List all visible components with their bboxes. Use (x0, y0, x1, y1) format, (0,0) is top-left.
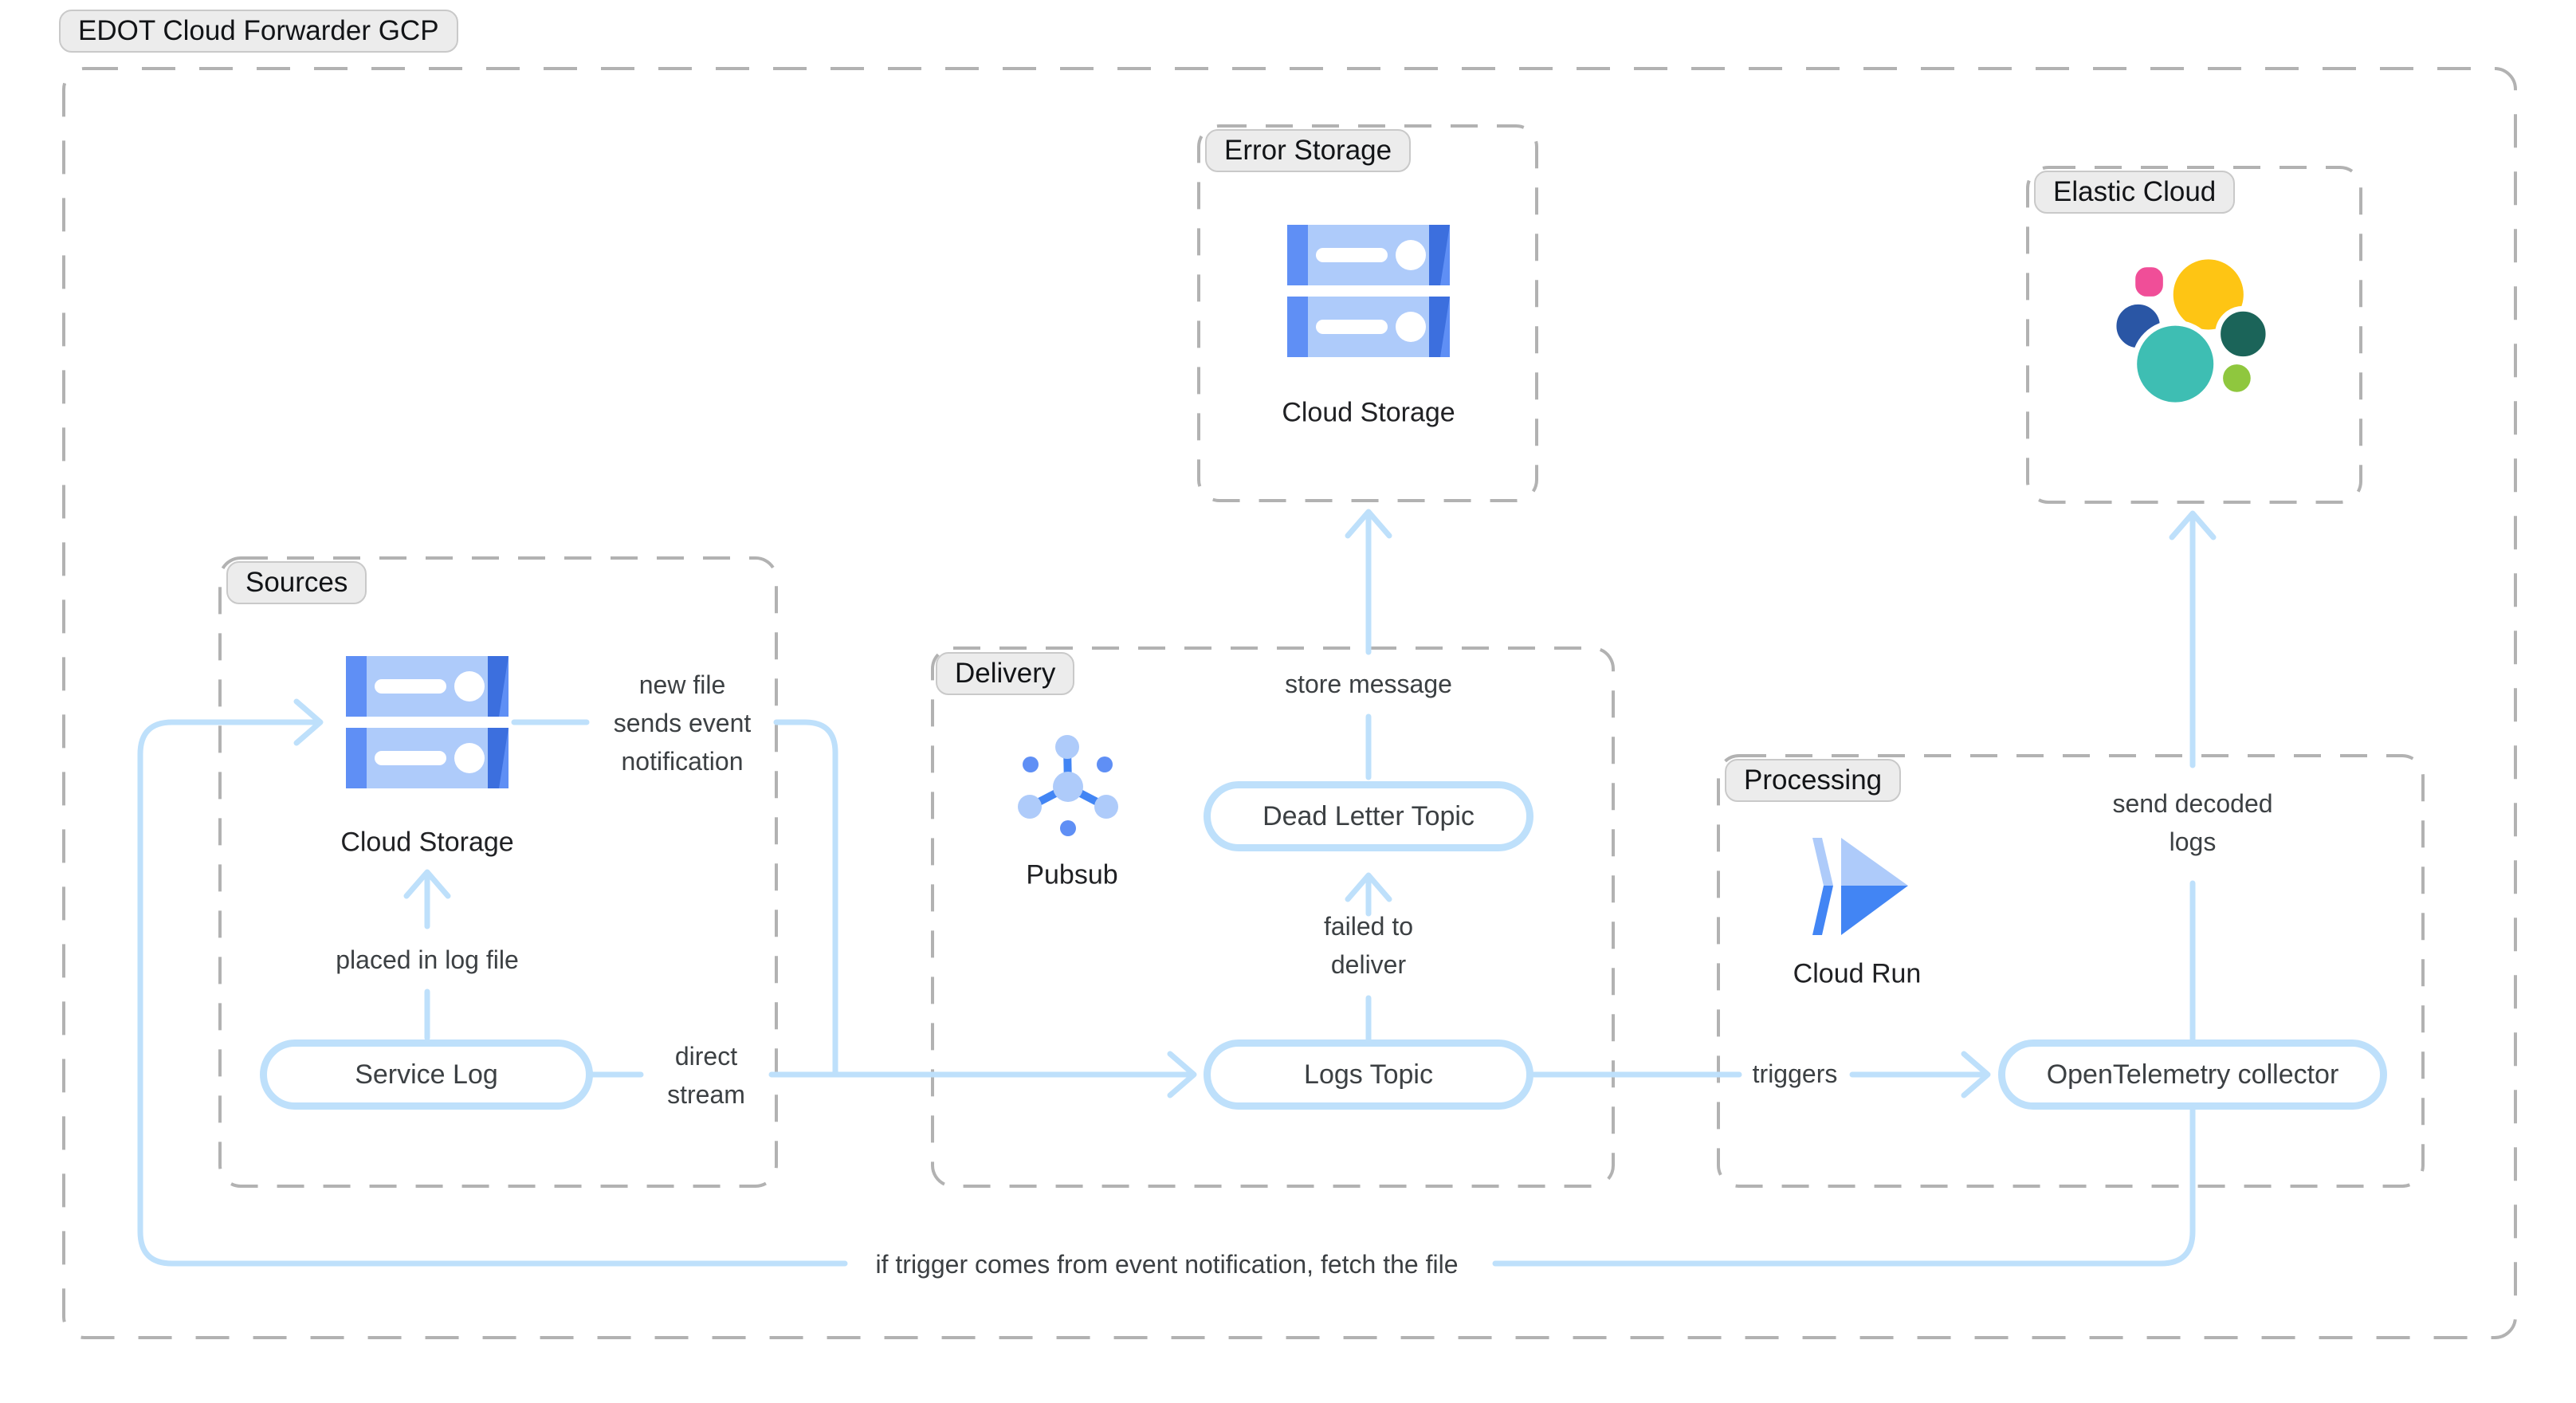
edge-label-store-message: store message (1285, 670, 1452, 698)
storage-bar-bottom (1287, 297, 1450, 357)
arrowhead-fetch-into-cloud-storage (293, 698, 324, 746)
storage-bar-top (346, 656, 509, 717)
edge-label-placed-in-log-file: placed in log file (336, 945, 519, 974)
node-service-log: Service Log (260, 1039, 593, 1110)
node-logs-topic: Logs Topic (1204, 1039, 1533, 1110)
elastic-cloud-group-border (2026, 166, 2362, 504)
group-label-delivery: Delivery (936, 652, 1075, 695)
diagram-title: EDOT Cloud Forwarder GCP (59, 10, 458, 53)
edge-fetch-left (137, 719, 848, 1267)
arrowhead-into-dead-letter-topic (1345, 872, 1392, 902)
edges (137, 509, 2217, 1267)
arrowhead-into-logs-topic (1167, 1051, 1197, 1098)
pubsub-icon (1018, 735, 1118, 836)
cloud-storage-error-caption: Cloud Storage (1282, 397, 1455, 428)
edge-newfile-seg2 (773, 719, 838, 1078)
group-borders (62, 67, 2517, 1339)
cloud-storage-icon (346, 656, 509, 788)
arrowhead-into-cloud-storage (403, 869, 451, 899)
edge-label-new-file-notification: new file sends event notification (613, 670, 752, 776)
cloud-storage-sources-caption: Cloud Storage (340, 827, 514, 858)
edge-fetch-right (1492, 1106, 2196, 1267)
edge-label-send-decoded-logs: send decoded logs (2112, 789, 2273, 856)
storage-bar-top (1287, 225, 1450, 285)
error-storage-group-border (1197, 124, 1538, 502)
node-dead-letter-topic: Dead Letter Topic (1204, 781, 1533, 851)
group-label-processing: Processing (1725, 759, 1902, 802)
edge-label-triggers: triggers (1752, 1059, 1838, 1088)
node-otel-collector: OpenTelemetry collector (1998, 1039, 2387, 1110)
processing-group-border (1717, 754, 2425, 1188)
edge-label-fetch-file: if trigger comes from event notification… (875, 1250, 1459, 1279)
group-label-sources: Sources (226, 561, 367, 604)
edge-label-direct-stream: direct stream (667, 1042, 745, 1109)
cloud-run-icon (1812, 838, 1908, 935)
cloud-run-caption: Cloud Run (1793, 958, 1922, 989)
group-label-error-storage: Error Storage (1205, 129, 1412, 172)
arrowhead-into-error-storage (1345, 509, 1392, 539)
elastic-logo-icon (2112, 253, 2270, 408)
group-label-elastic-cloud: Elastic Cloud (2034, 171, 2236, 214)
pubsub-caption: Pubsub (1026, 859, 1118, 890)
edge-label-failed-to-deliver: failed to deliver (1323, 912, 1414, 979)
arrowhead-into-otel-collector (1961, 1051, 1991, 1098)
storage-bar-bottom (346, 728, 509, 788)
outer-container-border (62, 67, 2517, 1339)
sources-group-border (218, 556, 778, 1188)
cloud-storage-icon (1287, 225, 1450, 357)
arrowhead-into-elastic-cloud (2169, 510, 2217, 540)
